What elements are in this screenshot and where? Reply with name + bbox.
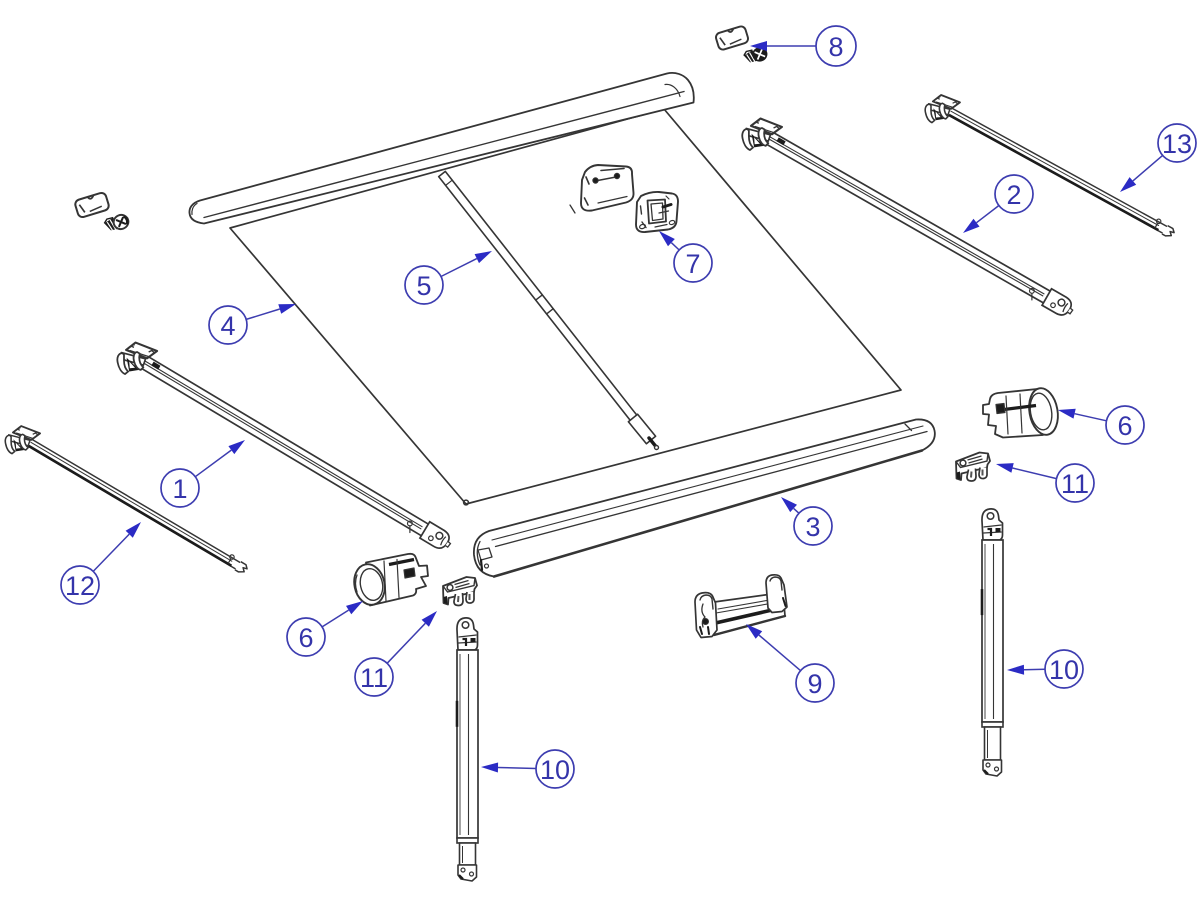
svg-text:11: 11 <box>1061 469 1089 499</box>
svg-text:11: 11 <box>360 663 388 693</box>
svg-text:10: 10 <box>1049 655 1079 685</box>
svg-text:3: 3 <box>805 512 820 542</box>
svg-text:10: 10 <box>540 755 570 785</box>
svg-text:1: 1 <box>172 474 187 504</box>
svg-text:8: 8 <box>828 32 843 62</box>
svg-text:7: 7 <box>685 249 700 279</box>
svg-text:6: 6 <box>298 623 313 653</box>
svg-text:13: 13 <box>1162 129 1192 159</box>
svg-text:4: 4 <box>220 311 235 341</box>
svg-text:2: 2 <box>1006 180 1021 210</box>
svg-text:6: 6 <box>1117 411 1132 441</box>
svg-text:9: 9 <box>807 669 822 699</box>
svg-text:12: 12 <box>65 571 95 601</box>
svg-text:5: 5 <box>416 271 431 301</box>
